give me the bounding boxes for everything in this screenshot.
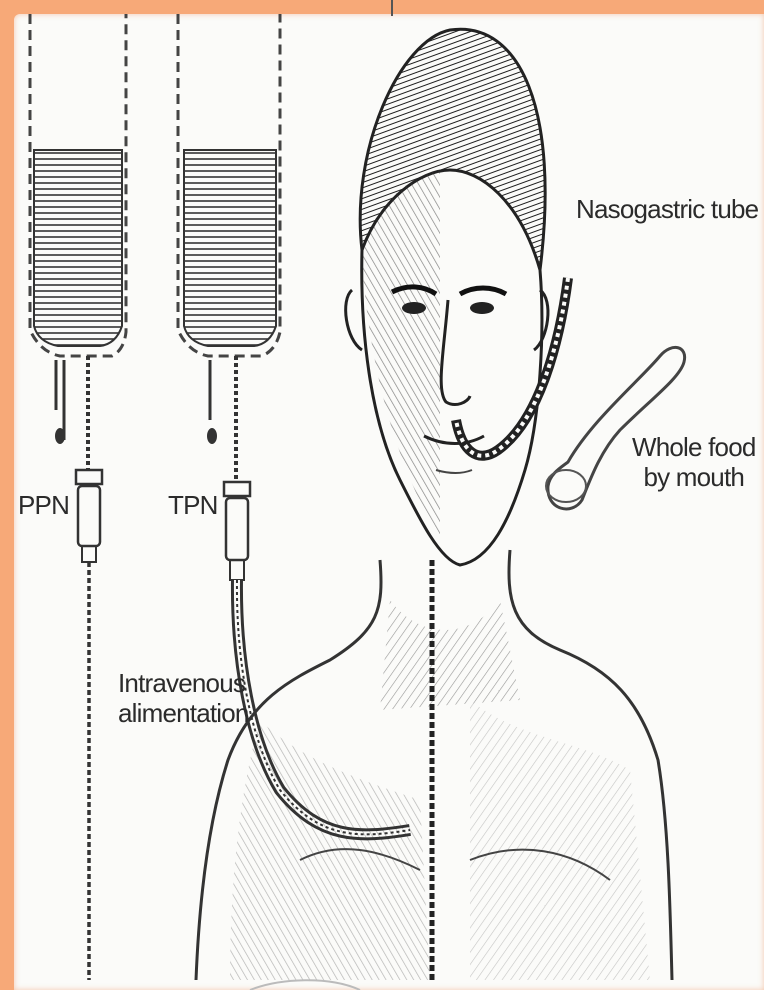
label-whole-food-line1: Whole food xyxy=(632,432,756,462)
label-tpn: TPN xyxy=(168,490,218,520)
label-whole-food: Whole food by mouth xyxy=(632,432,756,492)
label-whole-food-line2: by mouth xyxy=(632,462,756,492)
patient-head xyxy=(346,29,548,565)
tpn-bag xyxy=(178,14,280,480)
label-iv-line2: alimentation xyxy=(118,698,249,728)
ppn-drip-chamber xyxy=(76,470,102,980)
label-nasogastric-tube: Nasogastric tube xyxy=(576,194,758,224)
label-iv-line1: Intravenous xyxy=(118,668,249,698)
label-ppn: PPN xyxy=(18,490,69,520)
bottom-curve xyxy=(250,980,360,990)
label-intravenous-alimentation: Intravenous alimentation xyxy=(118,668,249,728)
ppn-bag xyxy=(30,14,126,470)
